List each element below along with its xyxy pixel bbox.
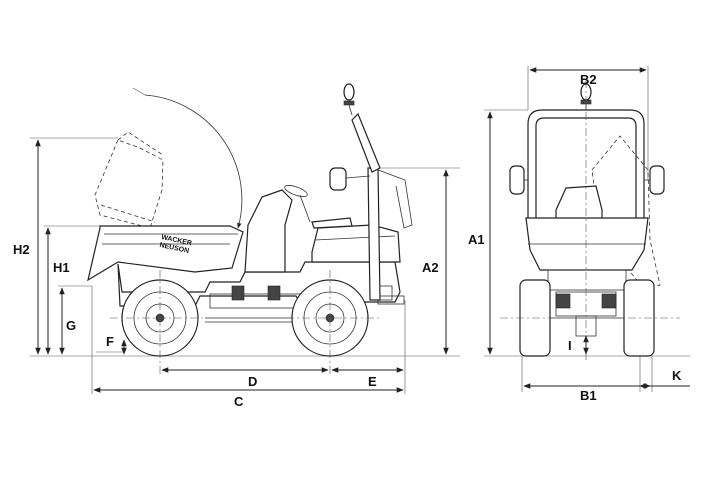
operator-area [244, 83, 413, 301]
dim-b1-label: B1 [580, 388, 597, 403]
dim-c-label: C [234, 394, 244, 409]
dim-f-label: F [106, 334, 114, 349]
front-view: A1 B2 I B1 K [468, 66, 690, 403]
right-mirror [649, 165, 665, 195]
dim-b2-label: B2 [580, 72, 597, 87]
dim-e-label: E [368, 374, 377, 389]
tipped-skip-outline [94, 131, 164, 229]
dim-a2-label: A2 [422, 260, 439, 275]
front-seat [555, 185, 603, 223]
skip-swing-arc [144, 94, 243, 229]
side-view: WACKER NEUSON [13, 83, 460, 409]
dim-g-label: G [66, 318, 76, 333]
arc-start-line [132, 87, 146, 96]
dim-d-label: D [248, 374, 257, 389]
skip: WACKER NEUSON [87, 225, 244, 282]
dim-k-label: K [672, 368, 682, 383]
dim-h1-label: H1 [53, 260, 70, 275]
front-tipped-skip [591, 135, 661, 291]
front-axle [547, 269, 627, 337]
left-mirror [509, 165, 525, 195]
dim-h2-label: H2 [13, 242, 30, 257]
dim-a1-label: A1 [468, 232, 485, 247]
dim-i-label: I [568, 338, 572, 353]
